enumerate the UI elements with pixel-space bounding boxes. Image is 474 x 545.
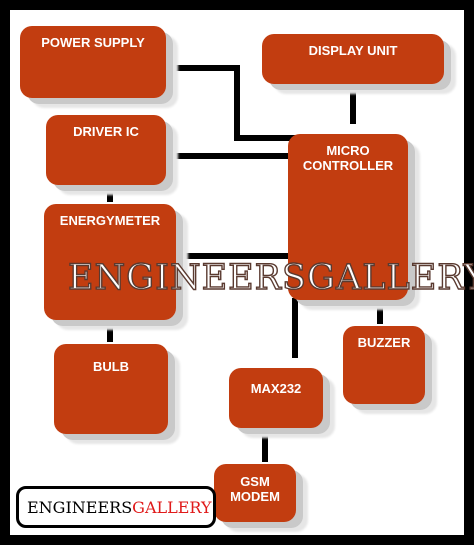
block-max232-label: MAX232 — [250, 381, 302, 396]
block-power-supply-label: POWER SUPPLY — [41, 35, 145, 50]
block-gsm-modem: GSM MODEM — [214, 464, 296, 522]
block-energymeter-label: ENERGYMETER — [59, 213, 161, 228]
block-bulb-label: BULB — [92, 359, 130, 374]
block-gsm-modem-label-line1: GSM — [240, 474, 270, 489]
block-display-unit-label: DISPLAY UNIT — [308, 43, 398, 58]
block-power-supply: POWER SUPPLY — [20, 26, 166, 98]
link-power-to-micro — [168, 65, 300, 141]
block-driver-ic: DRIVER IC — [46, 115, 166, 185]
logo-text-part2: GALLERY — [132, 498, 212, 517]
block-gsm-modem-label-line2: MODEM — [230, 489, 280, 504]
block-driver-ic-label: DRIVER IC — [73, 124, 139, 139]
block-bulb: BULB — [54, 344, 168, 434]
logo-badge: ENGINEERSGALLERY — [16, 486, 216, 528]
logo-text-part1: ENGINEERS — [27, 498, 133, 517]
logo-text: ENGINEERSGALLERY — [27, 498, 212, 517]
block-microcontroller-label-line1: MICRO — [326, 143, 370, 158]
block-buzzer: BUZZER — [343, 326, 425, 404]
block-microcontroller-label-line2: CONTROLLER — [302, 158, 394, 173]
block-microcontroller: MICRO CONTROLLER — [288, 134, 408, 300]
block-display-unit: DISPLAY UNIT — [262, 34, 444, 84]
block-energymeter: ENERGYMETER — [44, 204, 176, 320]
block-buzzer-label: BUZZER — [357, 335, 411, 350]
block-max232: MAX232 — [229, 368, 323, 428]
